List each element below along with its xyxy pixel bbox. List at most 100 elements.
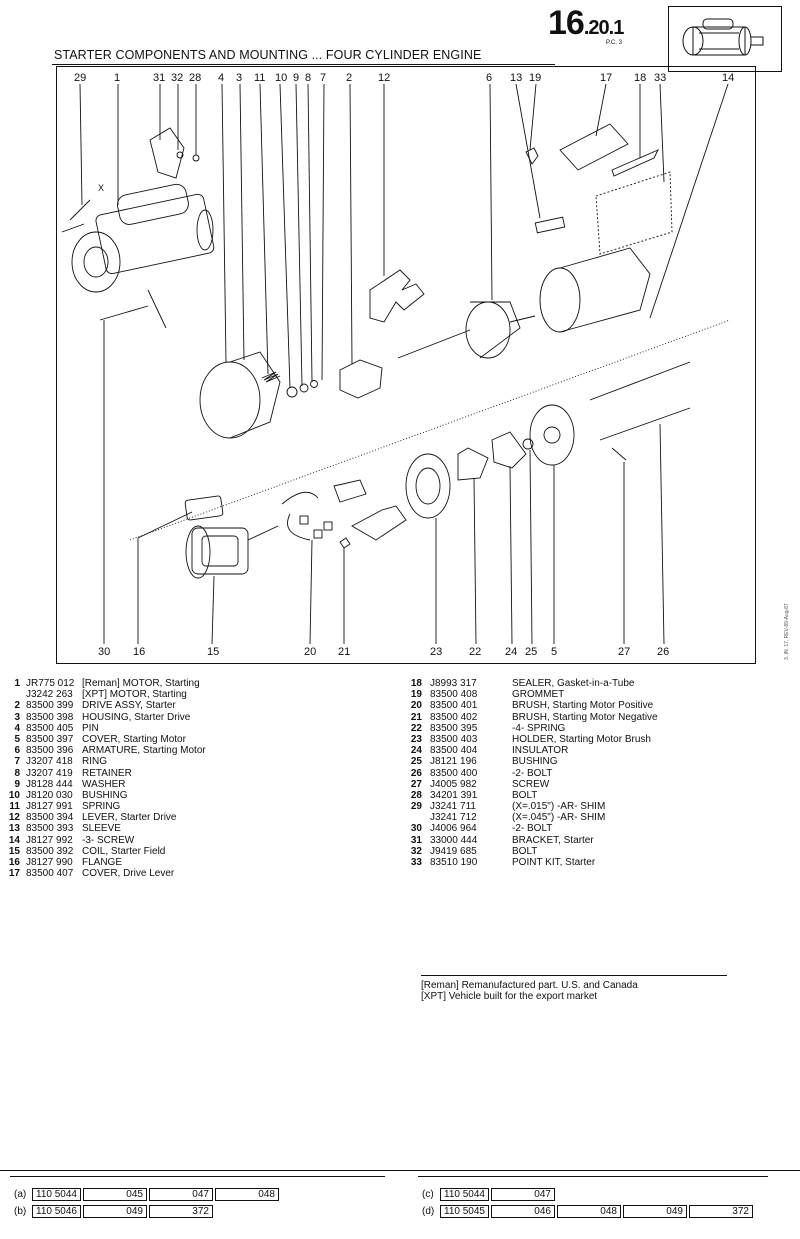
callout-29: 29 xyxy=(74,72,87,84)
part-description: BRACKET, Starter xyxy=(512,834,594,846)
part-number: 33000 444 xyxy=(430,834,478,846)
part-number: 83500 394 xyxy=(26,812,74,824)
callout-14: 14 xyxy=(722,72,735,84)
part-description: RETAINER xyxy=(82,767,132,779)
callout-1: 1 xyxy=(114,72,121,84)
part-ref-number: 31 xyxy=(410,834,422,846)
parts-row: 17 83500 407 COVER, Drive Lever xyxy=(0,868,390,879)
part-ref-number: 12 xyxy=(8,812,20,824)
pc-code: P.C. 3 xyxy=(606,40,622,46)
callout-25: 25 xyxy=(525,646,538,658)
part-description: COVER, Drive Lever xyxy=(82,868,175,880)
part-ref-number: 1 xyxy=(14,678,20,689)
part-ref-number: 24 xyxy=(410,745,422,757)
part-number: J8993 317 xyxy=(430,678,477,689)
legend-rule xyxy=(421,975,727,976)
part-description: DRIVE ASSY, Starter xyxy=(82,700,176,712)
callout-5: 5 xyxy=(551,646,558,658)
callout-19: 19 xyxy=(529,72,542,84)
part-description: BOLT xyxy=(512,789,538,801)
part-description: (X=.015") -AR- SHIM xyxy=(512,801,606,813)
part-description: [Reman] MOTOR, Starting xyxy=(82,678,200,689)
footer-d-label: (d) xyxy=(422,1206,435,1217)
part-ref-number: 21 xyxy=(410,711,422,723)
part-description: LEVER, Starter Drive xyxy=(82,812,177,824)
starter-assembly-drawing xyxy=(61,183,215,293)
part-description: COVER, Starting Motor xyxy=(82,733,186,745)
part-ref-number: 19 xyxy=(410,689,422,701)
page-number: 16.20.1 xyxy=(548,4,624,43)
part-ref-number: 23 xyxy=(410,733,422,745)
part-ref-number: 15 xyxy=(8,845,20,857)
part-description: POINT KIT, Starter xyxy=(512,857,596,868)
callout-18: 18 xyxy=(634,72,647,84)
part-number: J3207 419 xyxy=(26,767,73,779)
diagram-frame xyxy=(56,66,756,664)
callout-24: 24 xyxy=(505,646,518,658)
part-description: RING xyxy=(82,756,107,768)
callout-13: 13 xyxy=(510,72,523,84)
footer-d-part-2: 048 xyxy=(556,1205,621,1218)
part-description: INSULATOR xyxy=(512,745,569,757)
footer-a-code: 110 5044 xyxy=(32,1188,81,1201)
callout-16: 16 xyxy=(133,646,146,658)
legend: [Reman] Remanufactured part. U.S. and Ca… xyxy=(421,980,638,1002)
part-ref-number: 8 xyxy=(14,767,20,779)
callout-30: 30 xyxy=(98,646,111,658)
footer-b-label: (b) xyxy=(14,1206,27,1217)
callout-26: 26 xyxy=(657,646,670,658)
callout-31: 31 xyxy=(153,72,166,84)
part-number: J8127 991 xyxy=(26,801,73,813)
footer-subrule-left xyxy=(10,1176,385,1177)
part-number: 83500 401 xyxy=(430,700,478,712)
part-ref-number: 16 xyxy=(8,857,20,868)
part-number: J8127 992 xyxy=(26,834,73,846)
part-number: JR775 012 xyxy=(26,678,75,689)
part-number: 34201 391 xyxy=(430,789,478,801)
part-ref-number: 17 xyxy=(8,868,20,880)
part-ref-number: 25 xyxy=(410,756,422,768)
footer-c-label: (c) xyxy=(422,1189,434,1200)
footer-subrule-right xyxy=(418,1176,768,1177)
part-ref-number: 5 xyxy=(14,733,20,745)
part-number: 83500 407 xyxy=(26,868,74,880)
parts-row: 8 J3207 419 RETAINER xyxy=(0,768,390,779)
part-number: 83500 408 xyxy=(430,689,478,701)
part-description: SLEEVE xyxy=(82,823,121,835)
part-description: ARMATURE, Starting Motor xyxy=(82,745,206,757)
part-description: SEALER, Gasket-in-a-Tube xyxy=(512,678,635,689)
footer-c-part-1: 047 xyxy=(490,1188,555,1201)
parts-row: J3242 263[XPT] MOTOR, Starting xyxy=(0,689,390,700)
callout-33: 33 xyxy=(654,72,667,84)
part-number: 83500 403 xyxy=(430,733,478,745)
part-number: J8121 196 xyxy=(430,756,477,768)
parts-row: 12 83500 394 LEVER, Starter Drive xyxy=(0,812,390,823)
page-title: STARTER COMPONENTS AND MOUNTING ... FOUR… xyxy=(54,48,482,62)
footer-d-part-3: 049 xyxy=(622,1205,687,1218)
part-ref-number: 26 xyxy=(410,767,422,779)
part-number: 83500 404 xyxy=(430,745,478,757)
callout-7: 7 xyxy=(320,72,327,84)
part-ref-number: 2 xyxy=(14,700,20,712)
footer-b-part-1: 049 xyxy=(82,1205,147,1218)
callout-9: 9 xyxy=(293,72,300,84)
